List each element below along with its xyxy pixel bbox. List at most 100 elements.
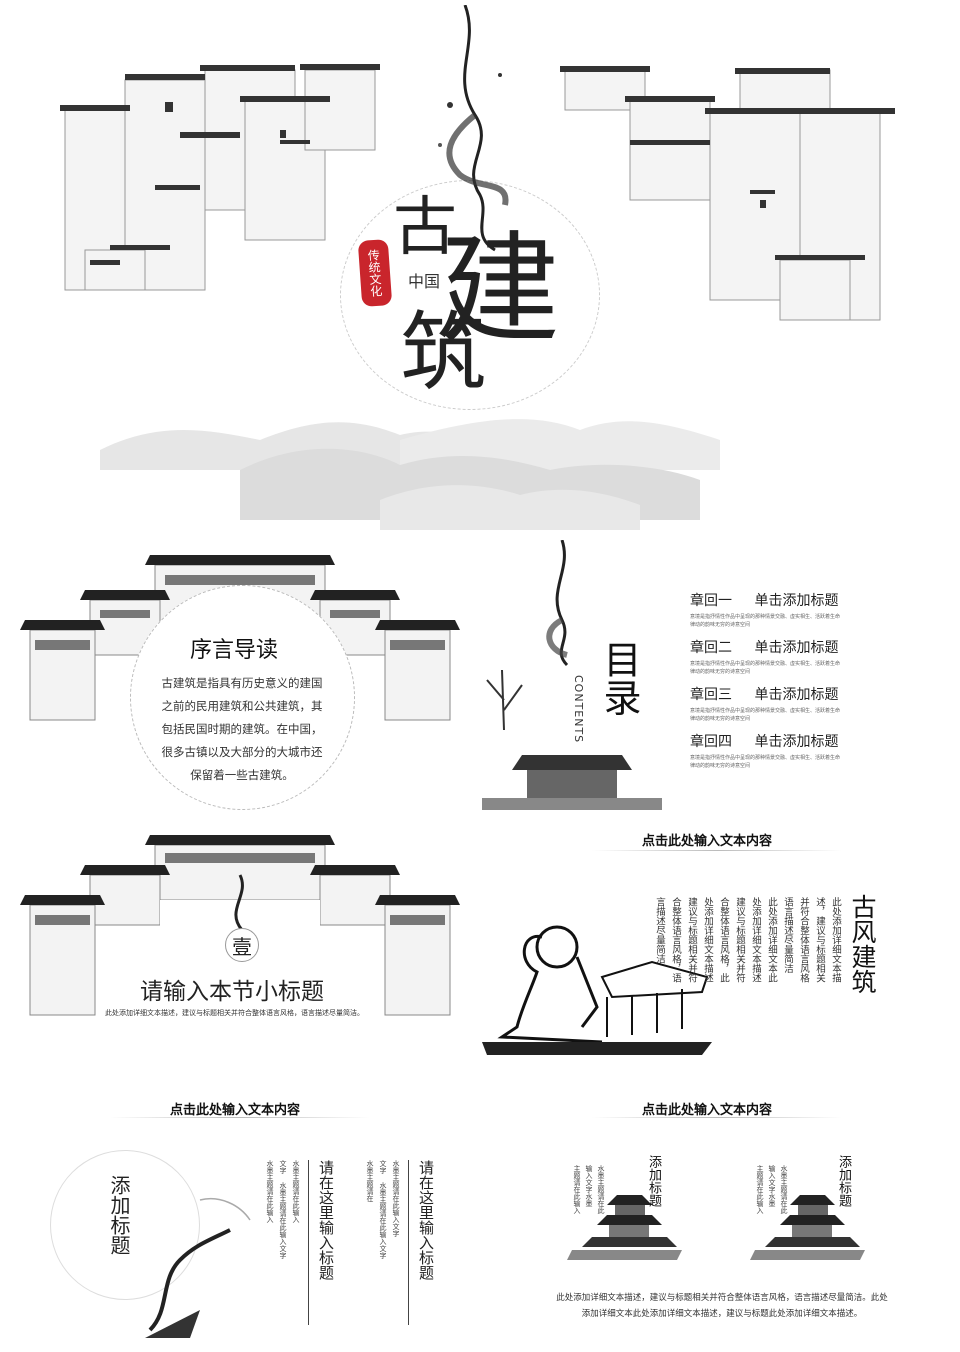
toc-item[interactable]: 章回四 单击添加标题 意境是指抒情性作品中呈现的那种情景交融、虚实相生、活跃着生… (690, 731, 950, 778)
ink-smoke-illustration (438, 5, 509, 252)
block2-col: 水墨主题请在此输入文字 (392, 1160, 400, 1237)
toc-label[interactable]: 单击添加标题 (754, 687, 839, 703)
card1-title: 添加标题 (646, 1155, 661, 1207)
toc-desc: 意境是指抒情性作品中呈现的那种情景交融、虚实相生、活跃着生命 (690, 614, 841, 620)
block1-col: 水墨主题请在此输入 (292, 1160, 300, 1223)
toc-subtitle: CONTENTS (572, 675, 585, 744)
circle-outline (50, 1150, 200, 1300)
divider (408, 1160, 409, 1325)
card2-col: 水墨主题请在此 (780, 1165, 788, 1214)
title-prefix: 中国 (408, 272, 441, 291)
preface-line: 之前的民用建筑和公共建筑，其 (161, 699, 323, 713)
right-wall-illustration (560, 66, 895, 321)
preface-line: 包括民国时期的建筑。在中国， (161, 722, 323, 736)
preface-line: 保留着一些古建筑。 (190, 768, 294, 782)
circle-title: 添加标题 (107, 1175, 131, 1255)
block1-col: 文字 水墨主题请在此输入文字 (279, 1160, 287, 1259)
toc-label[interactable]: 单击添加标题 (754, 734, 839, 750)
section-subtitle: 请输入本节小标题 (140, 979, 324, 1005)
ink-drop-illustration (546, 540, 569, 667)
preface-slide: 序言导读 古建筑是指具有历史意义的建国 之前的民用建筑和公共建筑，其 包括民国时… (20, 540, 460, 810)
divider (308, 1160, 309, 1325)
preface-body: 古建筑是指具有历史意义的建国 之前的民用建筑和公共建筑，其 包括民国时期的建筑。… (152, 672, 332, 787)
title-char-gu: 古 (393, 191, 457, 263)
preface-line: 古建筑是指具有历史意义的建国 (161, 676, 323, 690)
card1-col: 主题请在此输入 (573, 1165, 581, 1214)
gufeng-col: 述，建议与标题相关 (814, 897, 825, 983)
gufeng-text-columns: 此处添加详细文本描 述，建议与标题相关 并符合整体语言风格 语言描述尽量简洁 此… (647, 897, 842, 1012)
red-seal: 传统文化 (357, 239, 393, 307)
toc-item[interactable]: 章回二 单击添加标题 意境是指抒情性作品中呈现的那种情景交融、虚实相生、活跃着生… (690, 637, 950, 684)
toc-desc: 律动的韵味无穷的诗意空间 (690, 669, 751, 675)
section-number-circle: 壹 (225, 928, 259, 962)
gufeng-col: 建议与标题相关并符 (734, 897, 745, 983)
preface-line: 很多古镇以及大部分的大城市还 (161, 745, 323, 759)
temple-illustration (567, 1195, 682, 1260)
card2-col: 输入文字水墨 (768, 1165, 776, 1207)
text-block-2: 请在这里输入标题 水墨主题请在此输入文字 文字 水墨主题请在此输入文字 水墨主题… (365, 1160, 436, 1325)
card2-text: 水墨主题请在此 输入文字水墨 主题请在此输入 (755, 1165, 789, 1214)
toc-title: 目录 (597, 640, 641, 716)
gufeng-col: 语言描述尽量简洁 (782, 897, 793, 973)
toc-desc: 律动的韵味无穷的诗意空间 (690, 763, 751, 769)
lion-illustration (482, 925, 712, 1055)
card2-title: 添加标题 (836, 1155, 851, 1207)
title-char-jian: 建 (440, 223, 560, 357)
section-number: 壹 (232, 934, 252, 959)
footer-line: 添加详细文本此处添加详细文本描述，建议与标题此处添加详细文本描述。 (581, 1309, 863, 1319)
card1-col: 输入文字水墨 (585, 1165, 593, 1207)
toc-chapter: 章回二 (690, 640, 732, 656)
great-wall-illustration (145, 1198, 251, 1338)
slide6-footer: 此处添加详细文本描述，建议与标题相关并符合整体语言风格，语言描述尽量简洁。此处 … (502, 1290, 942, 1322)
block2-col: 文字 水墨主题请在此输入文字 (379, 1160, 387, 1259)
gufeng-col: 处添加详细文本描述 (750, 897, 761, 983)
gufeng-col: 处添加详细文本描述 (702, 897, 713, 983)
gufeng-col: 并符合整体语言风格 (798, 897, 809, 983)
gufeng-col: 言描述尽量简洁 (654, 897, 665, 964)
temple-card-2: 水墨主题请在此 输入文字水墨 主题请在此输入 添加标题 (750, 1155, 870, 1260)
preface-title: 序言导读 (190, 638, 279, 663)
toc-desc: 意境是指抒情性作品中呈现的那种情景交融、虚实相生、活跃着生命 (690, 661, 841, 667)
temple-illustration (750, 1195, 865, 1260)
text-block-1: 请在这里输入标题 水墨主题请在此输入 文字 水墨主题请在此输入文字 水墨主题请在… (265, 1160, 336, 1325)
toc-desc: 意境是指抒情性作品中呈现的那种情景交融、虚实相生、活跃着生命 (690, 755, 841, 761)
card2-col: 主题请在此输入 (756, 1165, 764, 1214)
toc-desc: 律动的韵味无穷的诗意空间 (690, 716, 751, 722)
gufeng-col: 此处添加详细文本描 (830, 897, 841, 983)
toc-chapter: 章回四 (690, 734, 732, 750)
slide5-header: 点击此处输入文本内容 (170, 1103, 301, 1118)
pavilion-illustration (482, 670, 662, 810)
gufeng-col: 合整体语言风格，语 (670, 897, 681, 983)
toc-item[interactable]: 章回一 单击添加标题 意境是指抒情性作品中呈现的那种情景交融、虚实相生、活跃着生… (690, 590, 950, 637)
mountains-illustration (100, 419, 720, 530)
title-char-zhu: 筑 (400, 305, 486, 401)
toc-chapter: 章回一 (690, 593, 732, 609)
block1-col: 水墨主题请在此输入 (266, 1160, 274, 1223)
text-blocks-slide: 点击此处输入文本内容 添加标题 请在这里输入标题 水墨主题请在此输入 文字 水墨… (20, 1095, 460, 1340)
toc-desc: 意境是指抒情性作品中呈现的那种情景交融、虚实相生、活跃着生命 (690, 708, 841, 714)
gufeng-title: 古风建筑 (848, 894, 877, 994)
section-slide: 壹 请输入本节小标题 此处添加详细文本描述，建议与标题相关并符合整体语言风格，语… (20, 820, 460, 1030)
card1-text: 水墨主题请在此 输入文字水墨 主题请在此输入 (572, 1165, 606, 1214)
toc-label[interactable]: 单击添加标题 (754, 640, 839, 656)
block2-col: 水墨主题请在 (366, 1160, 374, 1202)
card1-col: 水墨主题请在此 (597, 1165, 605, 1214)
toc-chapter: 章回三 (690, 687, 732, 703)
toc-label[interactable]: 单击添加标题 (754, 593, 839, 609)
gufeng-col: 建议与标题相关并符 (686, 897, 697, 983)
toc-desc: 律动的韵味无穷的诗意空间 (690, 622, 751, 628)
toc-item[interactable]: 章回三 单击添加标题 意境是指抒情性作品中呈现的那种情景交融、虚实相生、活跃着生… (690, 684, 950, 731)
toc-slide: 目录 CONTENTS 章回一 单击添加标题 意境是指抒情性作品中呈现的那种情景… (482, 540, 952, 810)
gufeng-col: 此处添加详细文本此 (766, 897, 777, 983)
block2-title: 请在这里输入标题 (417, 1160, 435, 1280)
block1-title: 请在这里输入标题 (317, 1160, 335, 1280)
seal-text: 传统文化 (365, 248, 384, 298)
toc-list: 章回一 单击添加标题 意境是指抒情性作品中呈现的那种情景交融、虚实相生、活跃着生… (690, 590, 950, 778)
temple-card-1: 水墨主题请在此 输入文字水墨 主题请在此输入 添加标题 (567, 1155, 687, 1260)
gufeng-slide: 点击此处输入文本内容 此处添加详细文本描 述，建议与标题相关 并符合整体语言风格… (482, 822, 952, 1062)
preface-circle (130, 585, 355, 810)
slide6-header: 点击此处输入文本内容 (642, 1103, 773, 1118)
gufeng-header: 点击此处输入文本内容 (642, 834, 773, 849)
cover-slide: 传统文化 古 中国 建 筑 (0, 0, 960, 530)
left-wall-illustration (60, 64, 380, 291)
